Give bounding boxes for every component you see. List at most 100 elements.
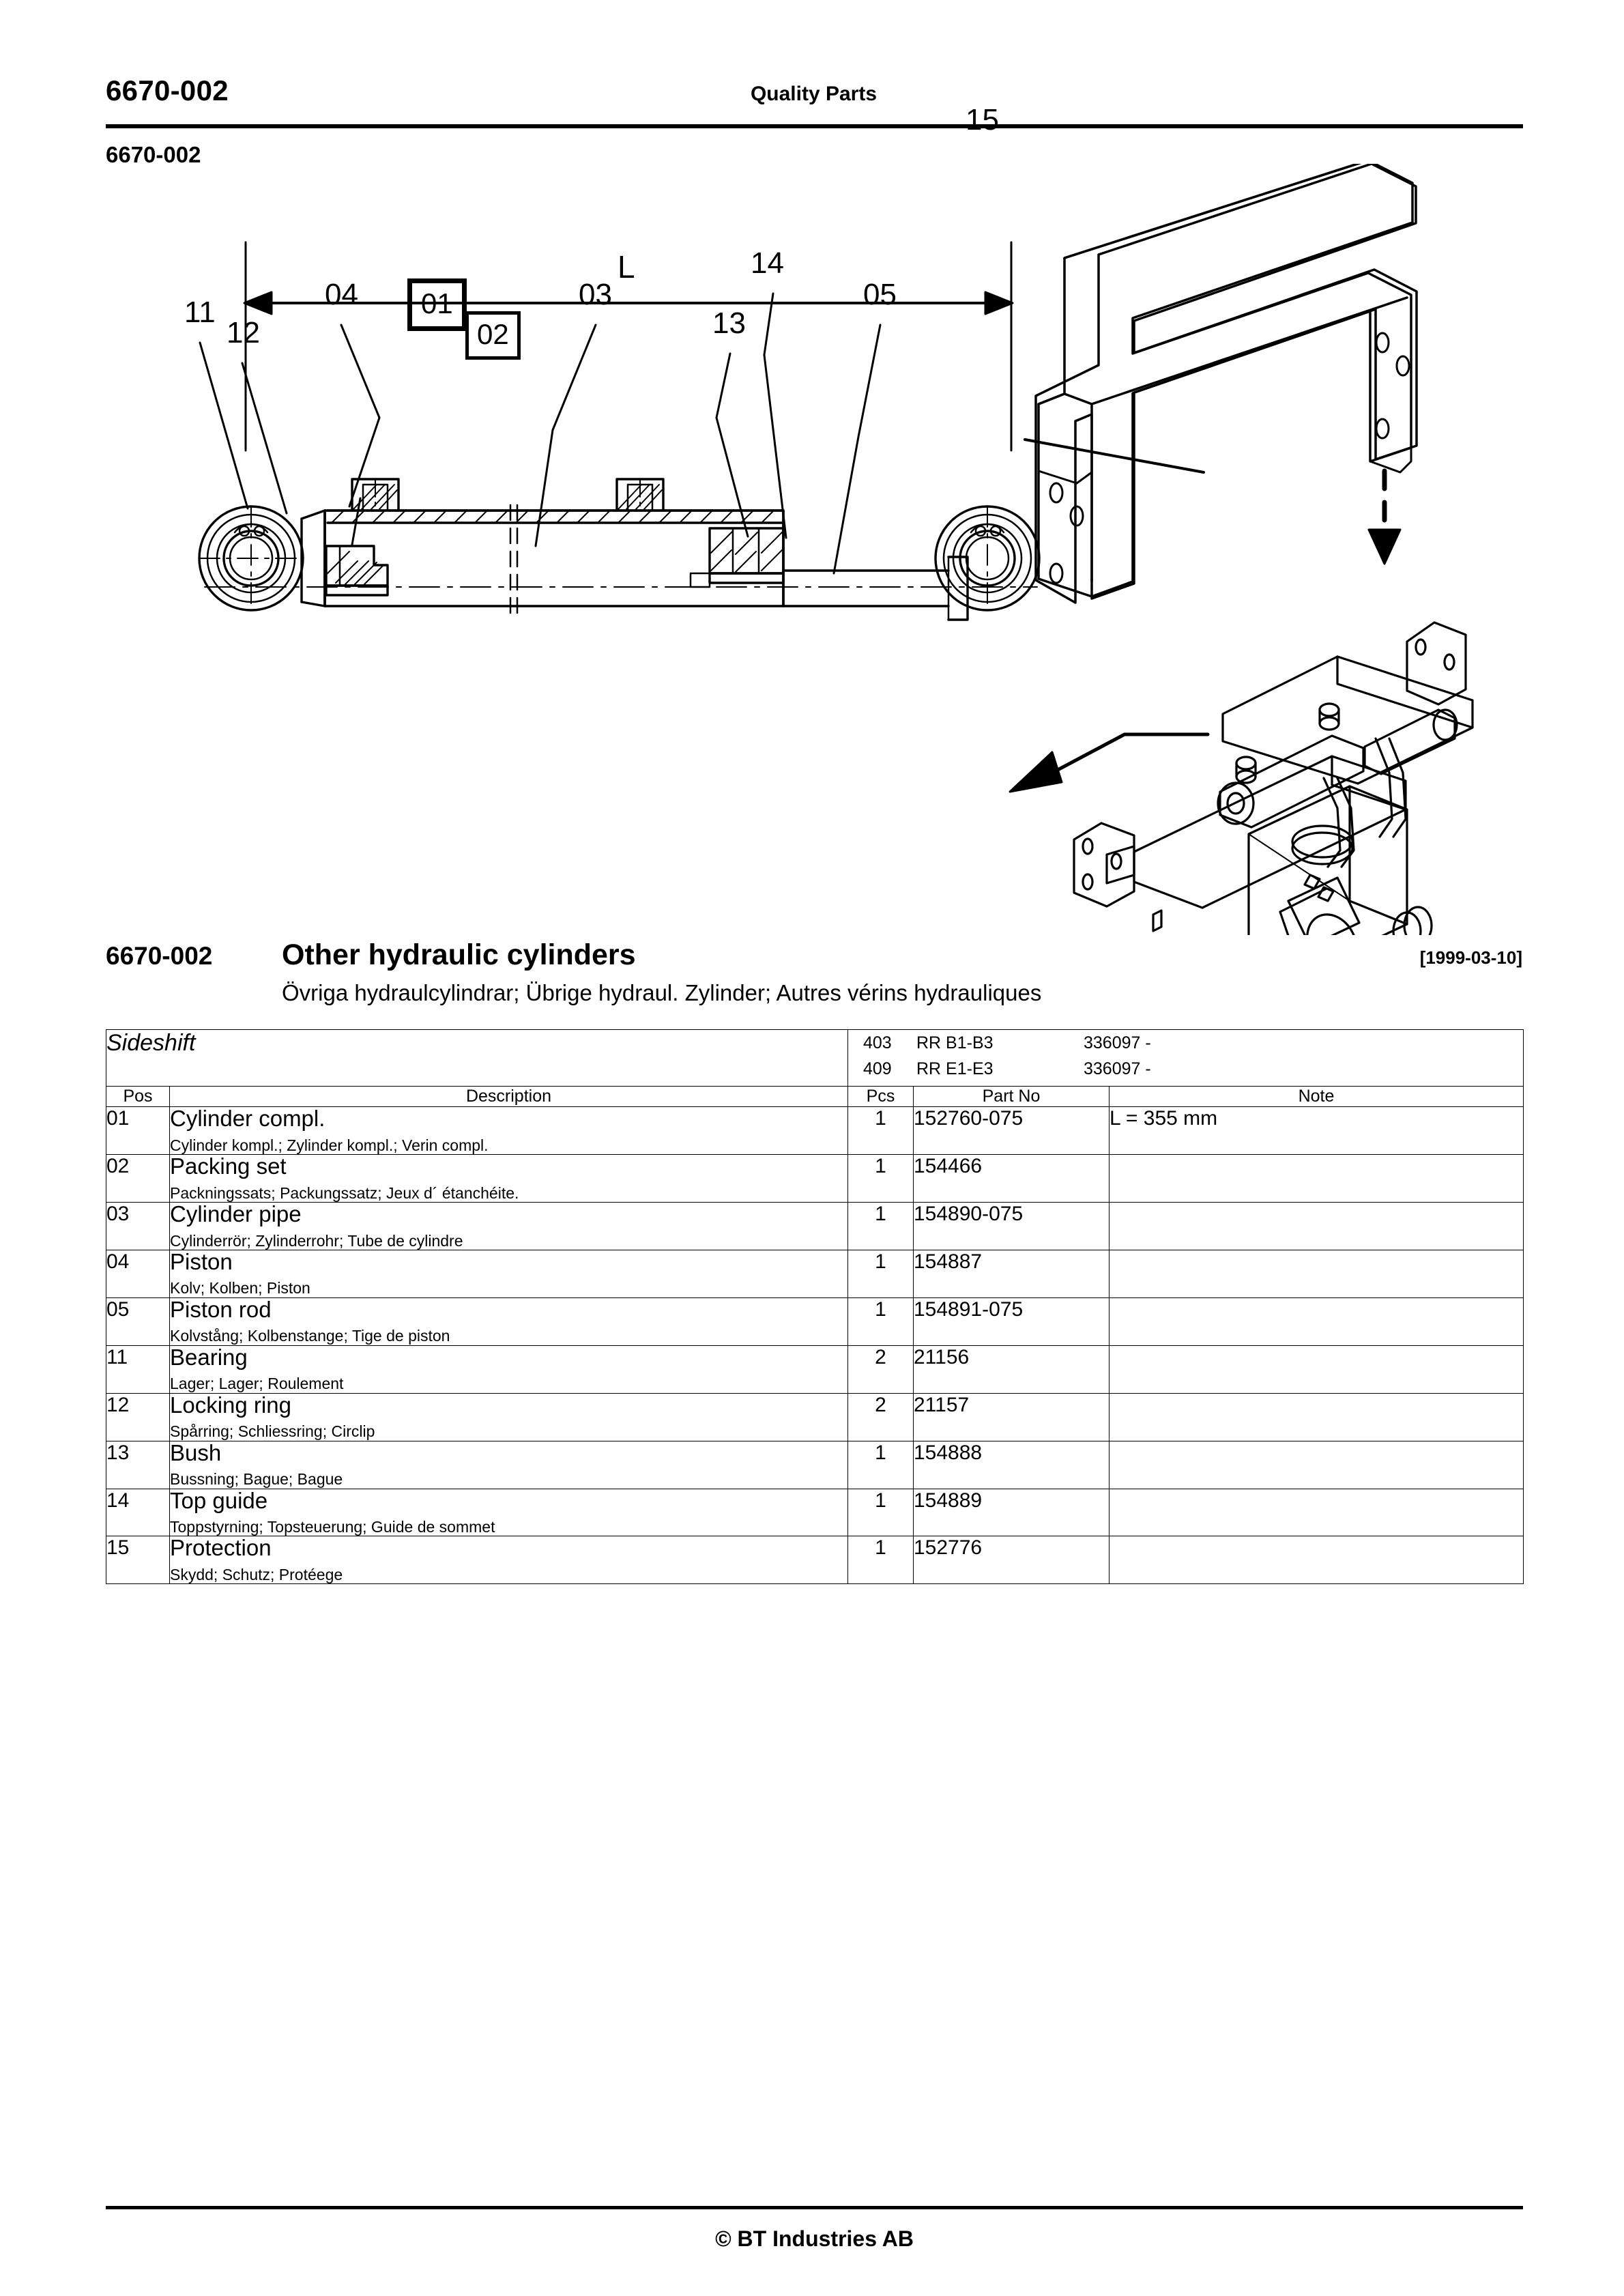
leader-05	[857, 324, 882, 438]
model-type-1: RR B1-B3	[916, 1033, 994, 1052]
row-description-main: Bush	[170, 1439, 222, 1465]
row-pcs: 1	[847, 1440, 914, 1489]
column-header-pcs: Pcs	[847, 1086, 914, 1107]
model-type-2: RR E1-E3	[916, 1059, 994, 1078]
table-row[interactable]: 05 Piston rod Kolvstång; Kolbenstange; T…	[106, 1296, 1524, 1346]
table-row[interactable]: 02 Packing set Packningssats; Packungssa…	[106, 1153, 1524, 1203]
row-description-main: Top guide	[170, 1487, 268, 1513]
table-row[interactable]: 11 Bearing Lager; Lager; Roulement 2 211…	[106, 1344, 1524, 1394]
shield-mount-tab-right	[1369, 293, 1412, 474]
dim-arrow-left	[243, 291, 273, 315]
row-description-sub: Skydd; Schutz; Protéege	[170, 1566, 343, 1584]
dimension-line-L	[244, 241, 1013, 452]
shield-mount-tab-left	[1037, 470, 1093, 584]
model-line-1: 403 RR B1-B3 336097 -	[848, 1030, 1523, 1056]
callout-11: 11	[184, 296, 216, 329]
parts-diagram-svg	[198, 164, 1474, 935]
model-serial-2: 336097 -	[1084, 1059, 1151, 1078]
install-arrow-head	[1367, 528, 1402, 565]
row-pcs: 1	[847, 1297, 914, 1346]
row-pos: 04	[106, 1249, 170, 1298]
row-description-sub: Lager; Lager; Roulement	[170, 1375, 344, 1393]
leader-04-upper	[340, 324, 381, 419]
leader-13	[715, 352, 731, 419]
right-bearing-eye	[934, 505, 1041, 612]
column-header-pos: Pos	[106, 1086, 170, 1107]
row-pcs: 2	[847, 1392, 914, 1441]
section-title-subtitle: Övriga hydraulcylindrar; Übrige hydraul.…	[282, 980, 1042, 1005]
piston-section	[325, 545, 389, 597]
protection-shield-body	[1037, 164, 1414, 598]
cylinder-section-drawing	[198, 478, 1041, 621]
footer-copyright: © BT Industries AB	[715, 2226, 914, 2251]
table-row[interactable]: 13 Bush Bussning; Bague; Bague 1 154888	[106, 1439, 1524, 1489]
row-part-no: 154889	[913, 1488, 1110, 1537]
table-row[interactable]: 04 Piston Kolv; Kolben; Piston 1 154887	[106, 1248, 1524, 1298]
table-row[interactable]: 15 Protection Skydd; Schutz; Protéege 1 …	[106, 1535, 1524, 1585]
row-description-main: Protection	[170, 1535, 272, 1561]
row-part-no: 152760-075	[913, 1106, 1110, 1155]
section-title-name: Other hydraulic cylinders	[282, 938, 636, 971]
model-serial-1: 336097 -	[1084, 1033, 1151, 1052]
row-pos: 11	[106, 1345, 170, 1394]
row-description-main: Cylinder compl.	[170, 1106, 325, 1131]
leader-03b	[534, 429, 554, 547]
leader-04-lower	[348, 416, 381, 508]
row-note	[1109, 1297, 1524, 1346]
row-pos: 12	[106, 1392, 170, 1441]
row-description: Bearing Lager; Lager; Roulement	[169, 1344, 848, 1394]
row-part-no: 154887	[913, 1249, 1110, 1298]
leader-04	[351, 497, 362, 546]
row-description: Piston Kolv; Kolben; Piston	[169, 1248, 848, 1298]
row-note	[1109, 1345, 1524, 1394]
row-pos: 05	[106, 1297, 170, 1346]
row-description-sub: Cylinder kompl.; Zylinder kompl.; Verin …	[170, 1136, 489, 1154]
table-row[interactable]: 12 Locking ring Spårring; Schliessring; …	[106, 1392, 1524, 1441]
leader-05b	[832, 435, 860, 575]
row-part-no: 154891-075	[913, 1297, 1110, 1346]
leader-14	[763, 292, 774, 356]
column-header-note: Note	[1109, 1086, 1524, 1107]
row-description: Cylinder pipe Cylinderrör; Zylinderrohr;…	[169, 1201, 848, 1250]
table-row[interactable]: 03 Cylinder pipe Cylinderrör; Zylinderro…	[106, 1201, 1524, 1250]
row-pos: 01	[106, 1106, 170, 1155]
row-pcs: 1	[847, 1153, 914, 1203]
row-description-main: Piston	[170, 1248, 233, 1274]
callout-leader-lines	[199, 292, 882, 575]
page-header: 6670-002 Quality Parts	[106, 65, 1522, 119]
table-row[interactable]: 14 Top guide Toppstyrning; Topsteuerung;…	[106, 1487, 1524, 1537]
parts-diagram: L 11 12 04 01 02 03 13 14 05 15	[0, 105, 1624, 935]
row-note: L = 355 mm	[1109, 1106, 1524, 1155]
callout-13: 13	[712, 306, 746, 340]
row-description: Bush Bussning; Bague; Bague	[169, 1439, 848, 1489]
row-description-sub: Kolvstång; Kolbenstange; Tige de piston	[170, 1327, 450, 1345]
row-description: Top guide Toppstyrning; Topsteuerung; Gu…	[169, 1487, 848, 1537]
row-description-main: Bearing	[170, 1344, 248, 1370]
callout-12: 12	[227, 316, 260, 349]
revision-date: [1999-03-10]	[1419, 947, 1522, 968]
row-description-main: Piston rod	[170, 1296, 272, 1322]
leader-15	[1024, 438, 1205, 474]
table-row[interactable]: 01 Cylinder compl. Cylinder kompl.; Zyli…	[106, 1106, 1524, 1155]
sideshift-carriage-drawing	[1073, 621, 1474, 935]
row-note	[1109, 1536, 1524, 1585]
model-group-name: Sideshift	[106, 1029, 848, 1087]
row-description-main: Locking ring	[170, 1392, 291, 1418]
row-part-no: 154890-075	[913, 1201, 1110, 1250]
model-code-1: 403	[863, 1033, 892, 1052]
leader-12	[241, 362, 288, 515]
row-part-no: 154466	[913, 1153, 1110, 1203]
row-pos: 13	[106, 1440, 170, 1489]
footer-divider	[106, 2206, 1523, 2209]
row-pcs: 1	[847, 1201, 914, 1250]
section-title-block: 6670-002 Other hydraulic cylinders [1999…	[106, 938, 1523, 1005]
row-description-sub: Cylinderrör; Zylinderrohr; Tube de cylin…	[170, 1231, 463, 1250]
left-bearing-eye	[198, 505, 304, 612]
row-part-no: 154888	[913, 1440, 1110, 1489]
callout-05: 05	[863, 278, 897, 311]
row-description-main: Packing set	[170, 1153, 287, 1179]
row-description-sub: Toppstyrning; Topsteuerung; Guide de som…	[170, 1518, 495, 1536]
row-pcs: 1	[847, 1536, 914, 1585]
